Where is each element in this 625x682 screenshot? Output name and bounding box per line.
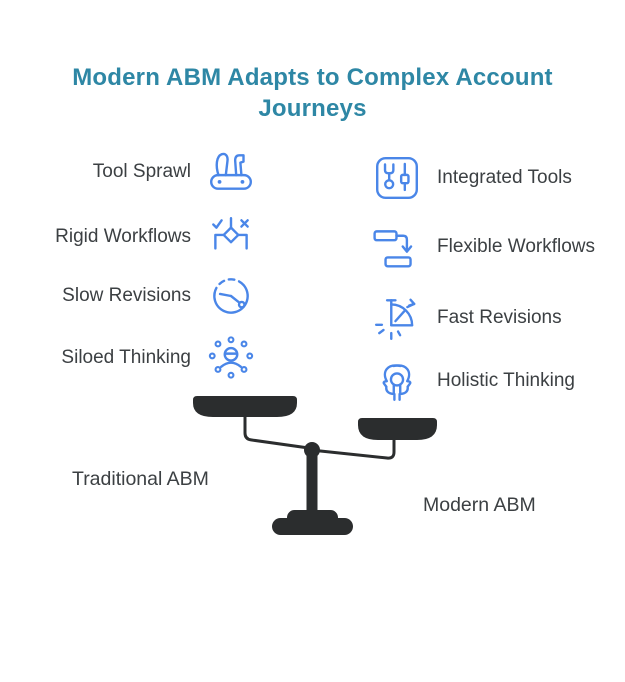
slow-clock-icon: [205, 270, 257, 322]
list-item-integrated-tools: Integrated Tools: [371, 152, 611, 204]
swiss-army-knife-icon: [205, 146, 257, 198]
stopwatch-icon: [371, 292, 423, 344]
item-label: Slow Revisions: [62, 285, 191, 306]
list-item-holistic-thinking: Holistic Thinking: [371, 355, 611, 407]
item-label: Fast Revisions: [437, 307, 562, 328]
traditional-abm-label: Traditional ABM: [72, 468, 209, 490]
list-item-flexible-workflows: Flexible Workflows: [371, 221, 611, 273]
list-item-tool-sprawl: Tool Sprawl: [30, 146, 257, 198]
item-label: Flexible Workflows: [437, 236, 596, 257]
modern-abm-label: Modern ABM: [423, 494, 536, 516]
two-profiles-icon: [371, 355, 423, 407]
item-label: Integrated Tools: [437, 167, 572, 188]
item-label: Siloed Thinking: [61, 347, 191, 368]
item-label: Tool Sprawl: [92, 161, 191, 182]
list-item-slow-revisions: Slow Revisions: [30, 270, 257, 322]
toolbox-icon: [371, 152, 423, 204]
scale-right-pan: [358, 418, 437, 440]
list-item-fast-revisions: Fast Revisions: [371, 292, 611, 344]
list-item-siloed-thinking: Siloed Thinking: [30, 332, 257, 384]
balance-scale-graphic: [193, 396, 437, 535]
item-label: Holistic Thinking: [437, 370, 575, 391]
item-label: Rigid Workflows: [55, 226, 191, 247]
scale-left-pan: [193, 396, 297, 417]
workflow-decision-icon: [205, 211, 257, 263]
list-item-rigid-workflows: Rigid Workflows: [30, 211, 257, 263]
scale-stand: [272, 450, 353, 535]
page-title: Modern ABM Adapts to Complex Account Jou…: [72, 64, 553, 123]
person-network-icon: [205, 332, 257, 384]
flowchart-steps-icon: [371, 221, 423, 273]
